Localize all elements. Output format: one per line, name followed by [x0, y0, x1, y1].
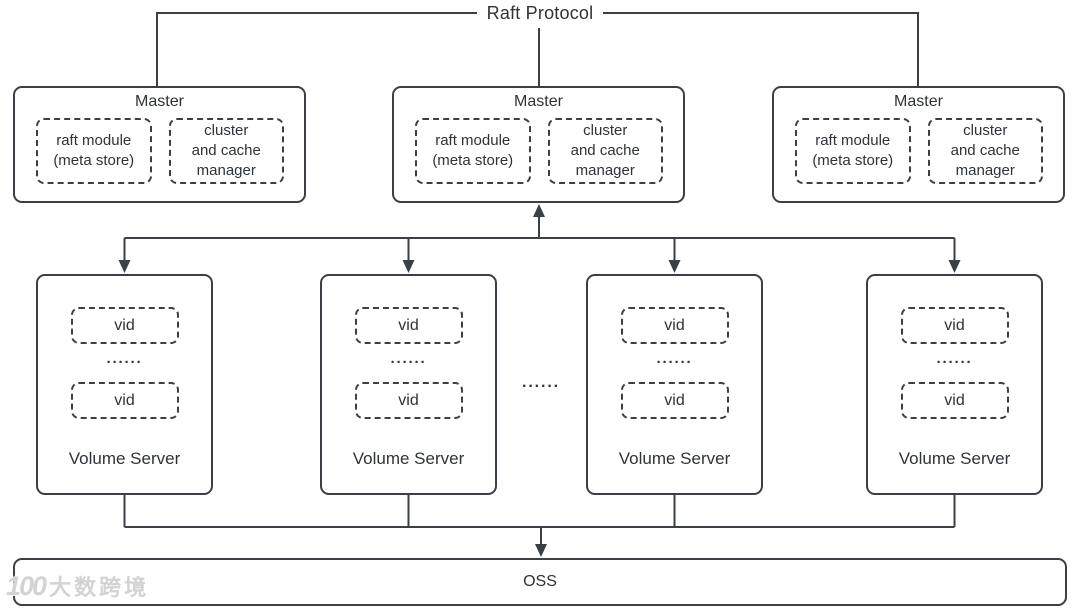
watermark: 100 大数跨境	[6, 570, 149, 602]
arrowhead-down-oss	[535, 544, 547, 557]
raft-module-box: raft module (meta store)	[415, 118, 531, 184]
master-3-label: Master	[894, 93, 943, 110]
master-box-1: Master raft module (meta store) cluster …	[13, 86, 306, 203]
vid-box: vid	[70, 307, 179, 344]
master-2-label: Master	[514, 93, 563, 110]
cluster-cache-manager-box: cluster and cache manager	[168, 118, 284, 184]
vid-ellipsis: ······	[390, 354, 427, 371]
master-3-body: raft module (meta store) cluster and cac…	[774, 111, 1063, 184]
vid-box: vid	[70, 382, 179, 419]
master-1-body: raft module (meta store) cluster and cac…	[15, 111, 304, 184]
volume-server-box-1: vid ······ vid Volume Server	[36, 274, 213, 495]
arrowhead-down-vs-2	[402, 260, 415, 273]
vid-box: vid	[620, 382, 729, 419]
arrowhead-up-master-2	[533, 204, 545, 217]
vid-ellipsis: ······	[656, 354, 693, 371]
cluster-cache-manager-box: cluster and cache manager	[547, 118, 663, 184]
volume-server-box-2: vid ······ vid Volume Server	[320, 274, 497, 495]
volume-server-4-label: Volume Server	[898, 449, 1011, 468]
volume-server-box-4: vid ······ vid Volume Server	[866, 274, 1043, 495]
vid-ellipsis: ······	[106, 354, 143, 371]
servers-ellipsis: ······	[522, 378, 560, 395]
cluster-cache-manager-box: cluster and cache manager	[927, 118, 1043, 184]
vid-box: vid	[620, 307, 729, 344]
raft-protocol-label: Raft Protocol	[486, 3, 594, 23]
raft-module-box: raft module (meta store)	[795, 118, 911, 184]
raft-module-box: raft module (meta store)	[36, 118, 152, 184]
oss-box: OSS	[13, 558, 1067, 606]
vid-box: vid	[900, 307, 1009, 344]
arrowhead-down-vs-3	[668, 260, 681, 273]
volume-server-3-label: Volume Server	[618, 449, 731, 468]
vid-box: vid	[354, 307, 463, 344]
master-2-body: raft module (meta store) cluster and cac…	[394, 111, 683, 184]
master-box-3: Master raft module (meta store) cluster …	[772, 86, 1065, 203]
volume-server-2-label: Volume Server	[352, 449, 465, 468]
watermark-text: 大数跨境	[49, 575, 150, 600]
vid-box: vid	[354, 382, 463, 419]
arrowhead-down-vs-1	[118, 260, 131, 273]
master-box-2: Master raft module (meta store) cluster …	[392, 86, 685, 203]
arrowhead-down-vs-4	[948, 260, 961, 273]
vid-ellipsis: ······	[936, 354, 973, 371]
vid-box: vid	[900, 382, 1009, 419]
volume-server-box-3: vid ······ vid Volume Server	[586, 274, 763, 495]
oss-label: OSS	[523, 573, 557, 590]
master-1-label: Master	[135, 93, 184, 110]
volume-server-1-label: Volume Server	[68, 449, 181, 468]
watermark-logo: 100	[6, 570, 47, 601]
